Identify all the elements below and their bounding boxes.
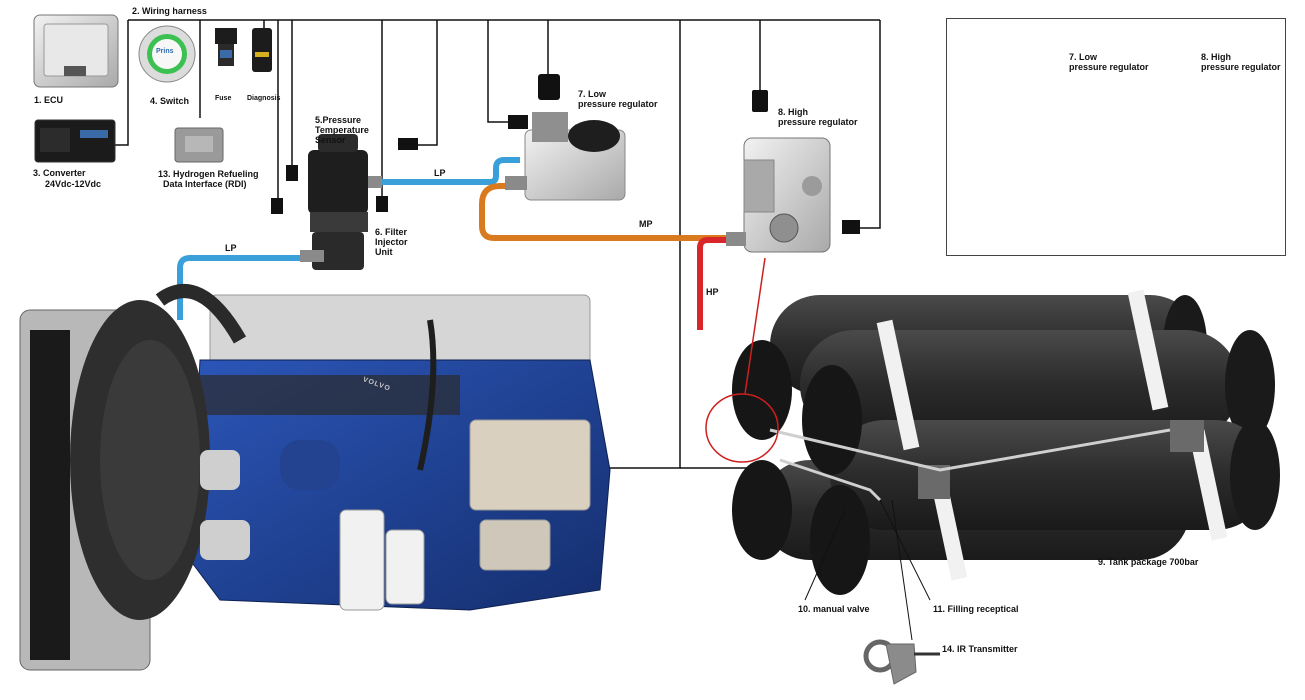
label-pt-sensor-2: Temperature	[315, 125, 369, 135]
mp-line	[479, 183, 740, 241]
label-converter-1: 3. Converter	[33, 168, 86, 178]
label-pt-sensor-3: Sensor	[315, 135, 346, 145]
hp-line	[697, 237, 732, 330]
label-switch: 4. Switch	[150, 96, 190, 106]
label-ir: 14. IR Transmitter	[942, 644, 1018, 654]
label-hpr-2: pressure regulator	[778, 117, 858, 127]
diagnosis-connector-icon	[252, 28, 272, 72]
wiring-harness	[112, 19, 881, 469]
label-mp: MP	[639, 219, 653, 229]
label-filter-2: Injector	[375, 237, 408, 247]
label-ecu: 1. ECU	[34, 95, 64, 105]
label-filter-3: Unit	[375, 247, 393, 257]
label-hp: HP	[706, 287, 719, 297]
label-pt-sensor-1: 5.Pressure	[315, 115, 362, 125]
inset-label-lpr-2: pressure regulator	[1069, 62, 1149, 72]
label-wiring-harness: 2. Wiring harness	[132, 6, 207, 16]
connectors	[271, 74, 860, 234]
rdi-box-icon	[174, 127, 224, 163]
lp-line-regulator	[372, 157, 520, 185]
label-diagnosis: Diagnosis	[247, 95, 281, 102]
inset-label-hpr-2: pressure regulator	[1201, 62, 1281, 72]
lp-line-engine	[177, 255, 325, 320]
label-lpr-1: 7. Low	[578, 89, 607, 99]
converter-icon	[34, 119, 116, 163]
ir-transmitter-icon	[863, 639, 940, 685]
tank-package-icon	[732, 289, 1280, 595]
inset-label-hpr-1: 8. High	[1201, 52, 1232, 62]
label-rdi-1: 13. Hydrogen Refueling	[158, 169, 259, 179]
high-pressure-regulator-icon	[726, 137, 831, 253]
label-filter-1: 6. Filter	[375, 227, 408, 237]
label-lp-engine: LP	[225, 243, 237, 253]
callout-marker	[705, 257, 779, 463]
label-rdi-2: Data Interface (RDI)	[163, 179, 247, 189]
label-filling: 11. Filling receptical	[933, 604, 1019, 614]
engine-icon	[19, 284, 611, 671]
label-lp-regulator: LP	[434, 168, 446, 178]
label-lpr-2: pressure regulator	[578, 99, 658, 109]
ecu-icon	[33, 14, 119, 88]
label-hpr-1: 8. High	[778, 107, 809, 117]
fuse-icon	[215, 28, 237, 66]
inset-label-lpr-1: 7. Low	[1069, 52, 1098, 62]
pointer-lines	[804, 499, 931, 641]
label-converter-2: 24Vdc-12Vdc	[45, 179, 102, 189]
switch-icon	[138, 25, 196, 83]
label-manual-valve: 10. manual valve	[798, 604, 870, 614]
filter-injector-icon	[300, 134, 382, 270]
label-tank: 9. Tank package 700bar	[1098, 557, 1199, 567]
label-fuse: Fuse	[215, 95, 232, 102]
inset-regulators-panel: 7. Low pressure regulator 8. High pressu…	[946, 18, 1286, 256]
label-prins: Prins	[156, 48, 174, 55]
low-pressure-regulator-icon	[505, 112, 626, 201]
